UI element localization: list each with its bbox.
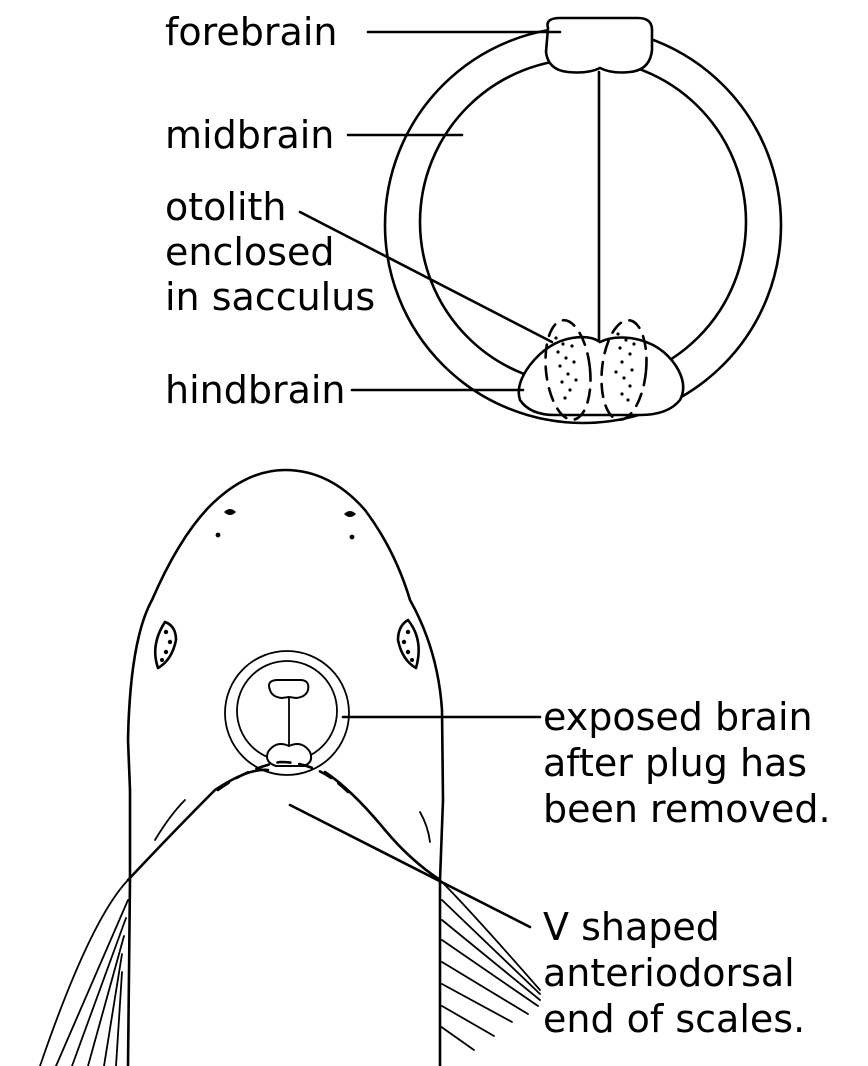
left-eye xyxy=(155,622,176,668)
exposed-brain-label-line-1: exposed brain xyxy=(543,695,813,739)
hindbrain-lobes xyxy=(519,337,683,415)
midbrain-label: midbrain xyxy=(165,113,334,157)
brain-detail-figure xyxy=(385,18,781,423)
left-lateral-contour xyxy=(128,770,268,880)
otolith-label-line-3: in sacculus xyxy=(165,275,375,319)
v-shaped-leader xyxy=(290,805,530,927)
left-body-line xyxy=(128,790,130,1066)
fish-head-figure xyxy=(40,470,540,1066)
hindbrain-label: hindbrain xyxy=(165,368,346,412)
forebrain-label: forebrain xyxy=(165,10,337,54)
left-pectoral-fin xyxy=(40,880,128,1066)
right-nostril-pore xyxy=(350,535,355,540)
small-forebrain xyxy=(269,680,308,698)
exposed-brain-label-line-2: after plug has xyxy=(543,741,807,785)
forebrain-lobes xyxy=(546,18,652,73)
v-shaped-label-line-1: V shaped xyxy=(543,905,720,949)
otolith-label-line-1: otolith xyxy=(165,185,287,229)
right-eye xyxy=(398,620,419,668)
exposed-brain-label-line-3: been removed. xyxy=(543,787,831,831)
v-shaped-label-line-3: end of scales. xyxy=(543,997,805,1041)
otolith-label-line-2: enclosed xyxy=(165,230,334,274)
left-nostril xyxy=(224,509,236,515)
v-shaped-label-line-2: anteriodorsal xyxy=(543,951,795,995)
left-nostril-pore xyxy=(216,533,221,538)
right-cheek-line xyxy=(420,812,430,842)
right-nostril xyxy=(344,511,356,517)
